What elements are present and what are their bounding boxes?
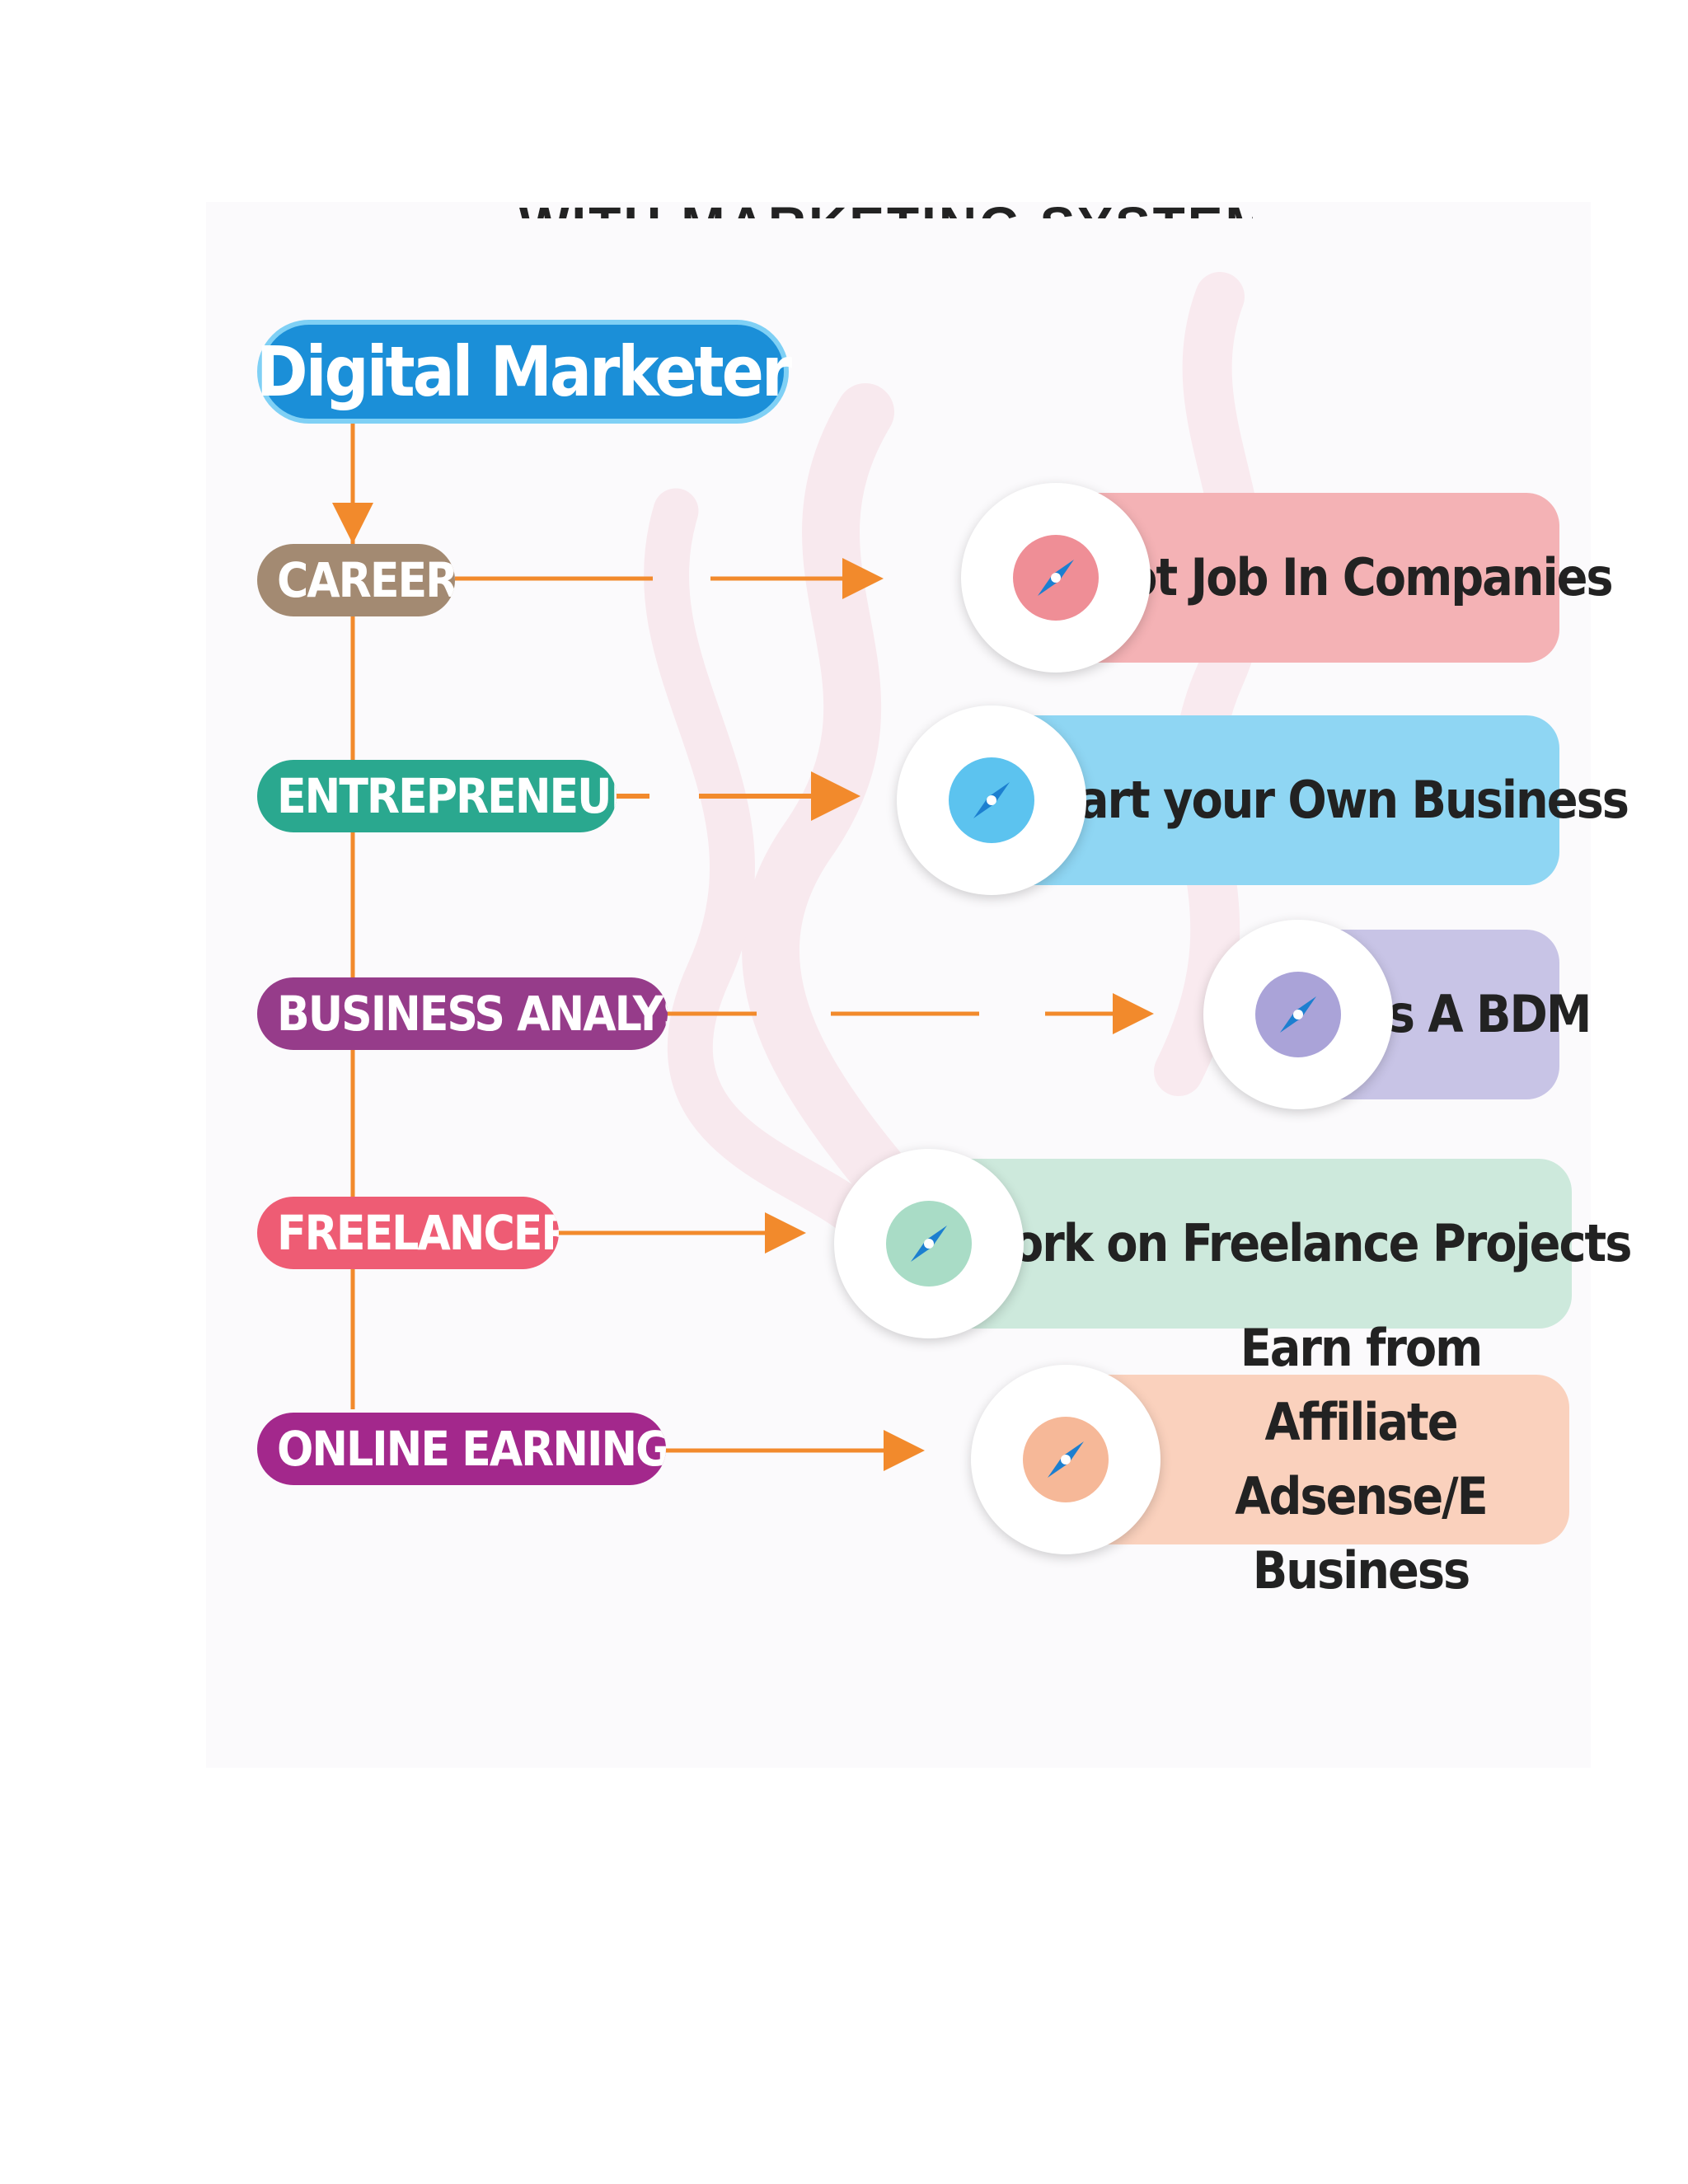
outcome-badge [897, 705, 1086, 895]
category-label: CAREER [277, 552, 455, 608]
outcome-got-job: Got Job In Companies [961, 483, 1614, 673]
compass-icon [1013, 535, 1099, 621]
outcome-badge [834, 1149, 1024, 1338]
outcome-badge [1203, 920, 1393, 1109]
outcome-own-business: Start your Own Business [897, 705, 1629, 895]
outcome-bar: Work on Freelance Projects [925, 1159, 1632, 1329]
compass-icon [1023, 1417, 1109, 1502]
outcome-label: Got Job In Companies [1090, 547, 1613, 608]
outcome-label: Earn from Affiliate Adsense/E Business [1235, 1318, 1488, 1601]
outcome-affiliate-earnings: Earn from Affiliate Adsense/E Business [971, 1318, 1569, 1601]
category-freelancer: FREELANCER [257, 1197, 559, 1269]
category-online-earnings: ONLINE EARNINGS [257, 1413, 666, 1485]
outcome-bdm: As A BDM [1203, 920, 1592, 1109]
compass-icon [1255, 972, 1341, 1057]
category-label: FREELANCER [277, 1205, 559, 1261]
category-entrepreneur: ENTREPRENEUR [257, 760, 617, 832]
category-label: ENTREPRENEUR [277, 768, 617, 824]
category-business-analyst: BUSINESS ANALYST [257, 977, 668, 1050]
outcome-badge [961, 483, 1151, 673]
category-label: BUSINESS ANALYST [277, 986, 668, 1042]
compass-icon [886, 1201, 972, 1286]
outcome-label: Work on Freelance Projects [964, 1213, 1633, 1274]
outcome-label: Start your Own Business [1026, 770, 1629, 831]
compass-icon [949, 757, 1034, 843]
cropped-title-text: WITH MARKETING SYSTEM [519, 195, 1253, 218]
root-label: Digital Marketer [256, 331, 792, 412]
outcome-label: As A BDM [1353, 984, 1592, 1045]
outcome-badge [971, 1365, 1160, 1554]
outcome-freelance-projects: Work on Freelance Projects [834, 1149, 1632, 1338]
category-label: ONLINE EARNINGS [277, 1421, 666, 1477]
category-career: CAREER [257, 544, 455, 616]
root-node-digital-marketer: Digital Marketer [256, 320, 792, 424]
cropped-title: WITH MARKETING SYSTEM [519, 177, 1253, 218]
outcome-bar: Got Job In Companies [1052, 493, 1614, 663]
